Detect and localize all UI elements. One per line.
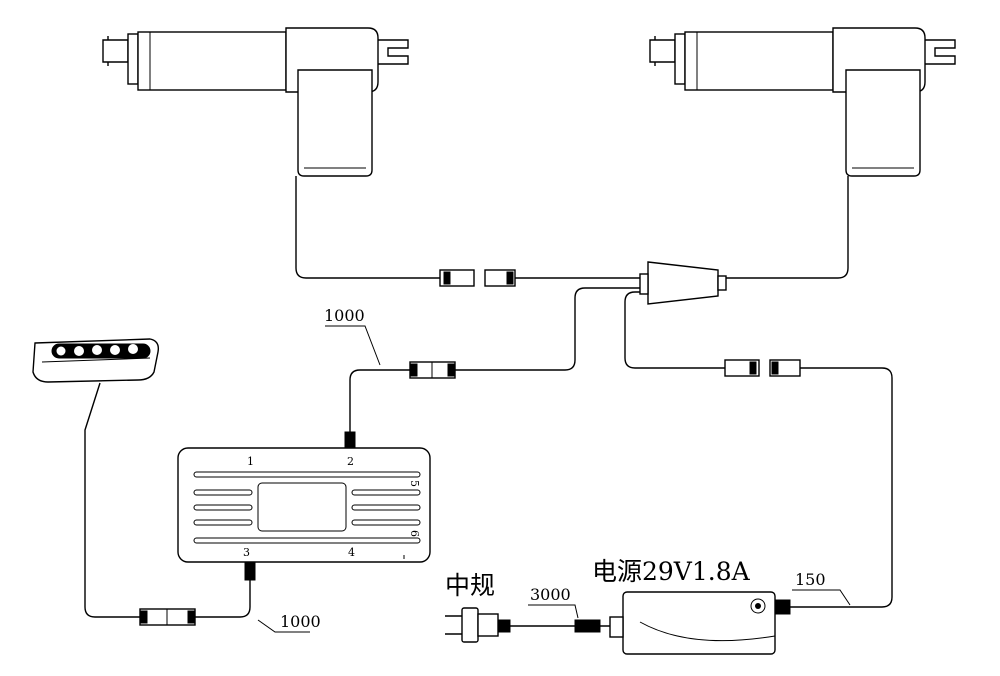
connector-actuator-left [439,269,516,287]
dimension-leaders [257,325,851,633]
plug-type-label: 中规 [445,571,495,600]
port-label-1: 1 [247,455,254,468]
dimension-label-power-out: 150 [795,570,826,589]
dimension-label-control-upper: 1000 [324,306,365,325]
wall-plug [445,607,601,643]
port-label-6: 6 [408,530,421,537]
y-splitter [639,261,727,305]
port-label-2: 2 [347,455,354,468]
port-label-3: 3 [243,546,250,559]
dimension-label-plug-cable: 3000 [530,585,571,604]
linear-actuator-left [102,27,409,177]
port-label-4: 4 [348,546,355,559]
dimension-label-control-lower: 1000 [280,612,321,631]
hand-controller [32,338,160,383]
connector-control-upper [409,361,456,379]
linear-actuator-right [649,27,956,177]
power-supply-unit [609,591,791,655]
control-box: 1 2 3 4 5 6 [177,431,431,581]
cables [84,176,893,627]
connector-handset [139,608,196,626]
connector-power-branch [724,359,801,377]
power-supply-label: 电源29V1.8A [592,557,751,586]
port-label-5: 5 [408,480,421,487]
